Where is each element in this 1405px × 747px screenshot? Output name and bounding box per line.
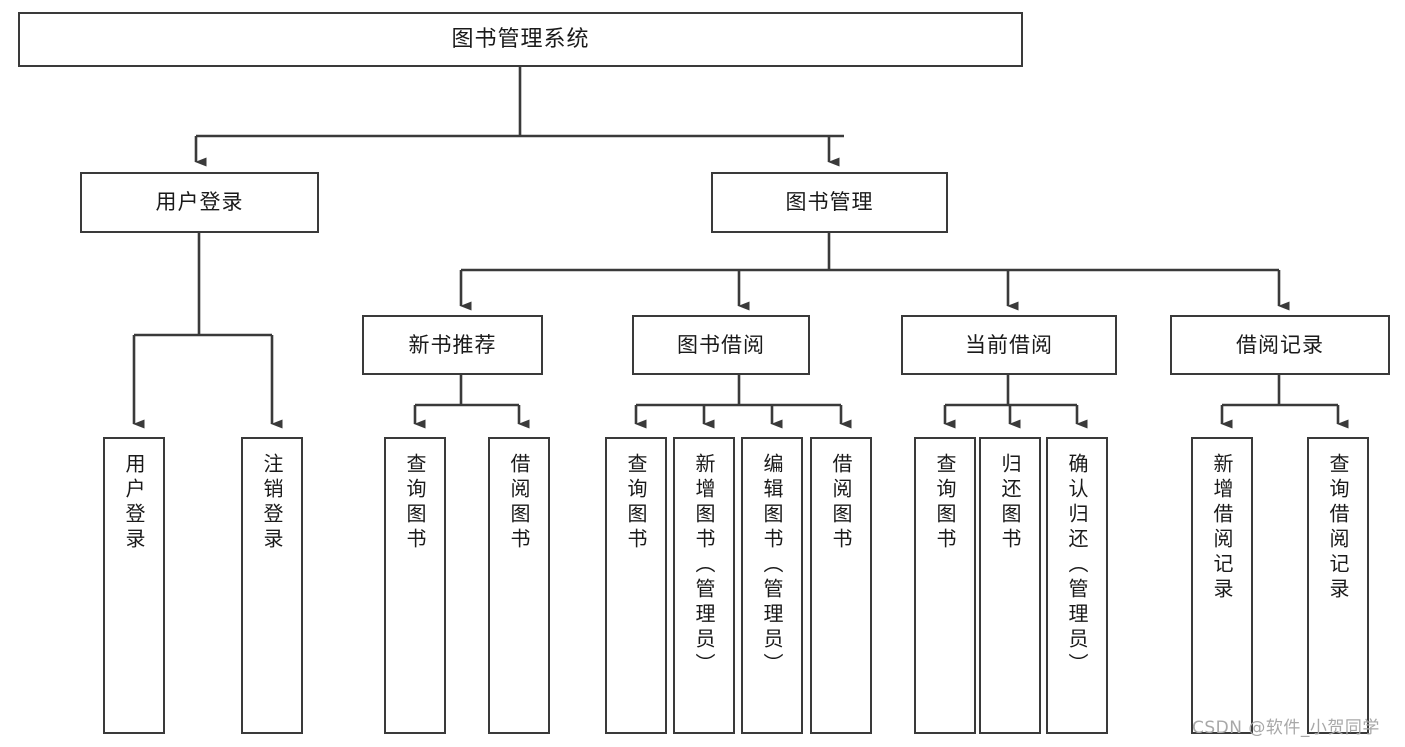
node-label: 归还图书 <box>998 453 1022 553</box>
node-label: 借阅图书 <box>829 453 853 553</box>
node-label: 图书借阅 <box>677 332 765 357</box>
node-current-borrow[interactable]: 当前借阅 <box>901 315 1117 375</box>
watermark-csdn: CSDN @软件_小贺同学 <box>1192 713 1380 738</box>
leaf-add-book-admin[interactable]: 新增图书（管理员） <box>673 437 735 734</box>
leaf-add-borrow-record[interactable]: 新增借阅记录 <box>1191 437 1253 734</box>
node-label: 查询图书 <box>403 453 427 553</box>
node-book-management[interactable]: 图书管理 <box>711 172 948 233</box>
leaf-query-book-borrow[interactable]: 查询图书 <box>605 437 667 734</box>
leaf-return-book[interactable]: 归还图书 <box>979 437 1041 734</box>
leaf-query-borrow-record[interactable]: 查询借阅记录 <box>1307 437 1369 734</box>
node-label: 借阅图书 <box>507 453 531 553</box>
node-label: 新书推荐 <box>408 332 497 357</box>
node-label: 确认归还（管理员） <box>1065 453 1089 678</box>
node-label: 当前借阅 <box>965 332 1053 357</box>
node-label: 查询图书 <box>933 453 957 553</box>
node-label: 用户登录 <box>122 453 146 553</box>
leaf-borrow-book-recommend[interactable]: 借阅图书 <box>488 437 550 734</box>
leaf-user-login[interactable]: 用户登录 <box>103 437 165 734</box>
node-label: 查询借阅记录 <box>1326 453 1350 603</box>
node-label: 借阅记录 <box>1236 332 1324 357</box>
node-label: 新增借阅记录 <box>1210 453 1234 603</box>
node-label: 用户登录 <box>155 190 244 215</box>
leaf-query-book-current[interactable]: 查询图书 <box>914 437 976 734</box>
leaf-confirm-return-admin[interactable]: 确认归还（管理员） <box>1046 437 1108 734</box>
node-book-borrow[interactable]: 图书借阅 <box>632 315 810 375</box>
leaf-logout[interactable]: 注销登录 <box>241 437 303 734</box>
node-label: 新增图书（管理员） <box>692 453 716 678</box>
watermark-text: CSDN @软件_小贺同学 <box>1192 718 1380 738</box>
node-label: 图书管理系统 <box>451 26 590 52</box>
leaf-edit-book-admin[interactable]: 编辑图书（管理员） <box>741 437 803 734</box>
node-new-book-recommend[interactable]: 新书推荐 <box>362 315 543 375</box>
node-borrow-record[interactable]: 借阅记录 <box>1170 315 1390 375</box>
node-label: 编辑图书（管理员） <box>760 453 784 678</box>
leaf-query-book-recommend[interactable]: 查询图书 <box>384 437 446 734</box>
node-label: 图书管理 <box>785 190 874 215</box>
node-root-book-management-system[interactable]: 图书管理系统 <box>18 12 1023 67</box>
node-label: 查询图书 <box>624 453 648 553</box>
node-label: 注销登录 <box>260 453 284 553</box>
leaf-borrow-book[interactable]: 借阅图书 <box>810 437 872 734</box>
node-user-login[interactable]: 用户登录 <box>80 172 319 233</box>
